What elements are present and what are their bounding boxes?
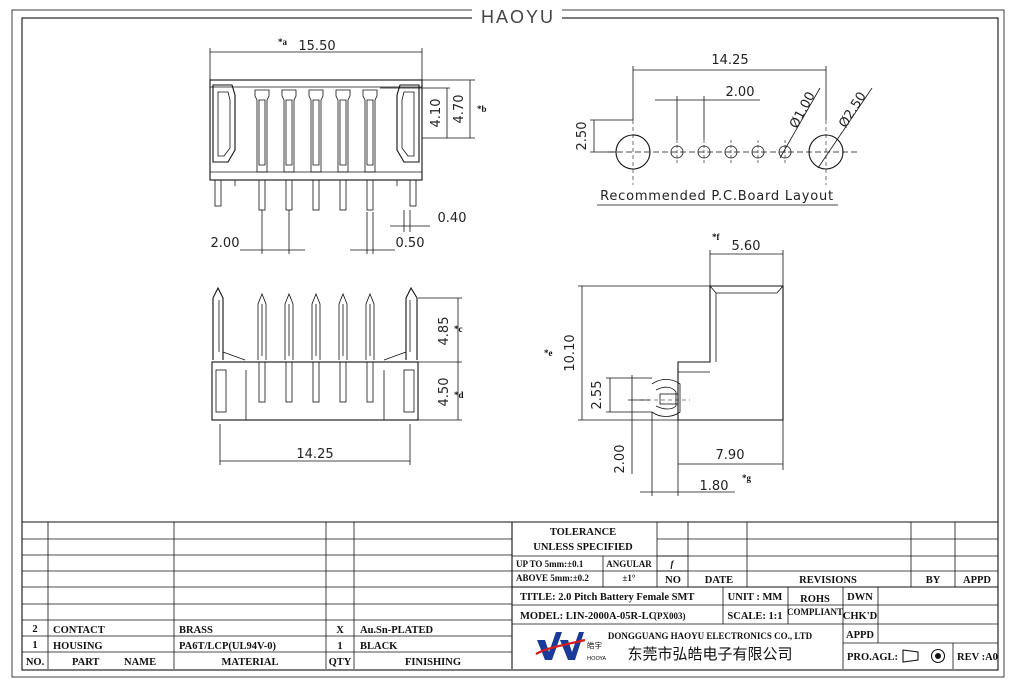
projection-angle-label: PRO.AGL:	[847, 652, 898, 663]
tolerance-angular-value: ±1°	[622, 573, 635, 583]
revision-label: REV :A0	[957, 652, 998, 663]
tolerance-up-to: UP TO 5mm:±0.1	[516, 559, 584, 569]
bom-row-2-finishing: Au.Sn-PLATED	[360, 625, 433, 636]
tolerance-marker: f	[671, 559, 675, 569]
dwn-label: DWN	[847, 592, 873, 603]
tolerance-subtitle: UNLESS SPECIFIED	[533, 542, 633, 553]
dim-top-width: 15.50	[298, 39, 335, 54]
dim-front-width: 14.25	[296, 447, 333, 462]
rev-header-by: BY	[926, 575, 941, 586]
company-name-cn: 东莞市弘皓电子有限公司	[627, 645, 792, 663]
top-contact-pin	[308, 89, 324, 211]
pcb-caption: Recommended P.C.Board Layout	[600, 189, 834, 204]
dim-tag-e: *e	[544, 348, 553, 358]
front-contact-pin	[338, 292, 348, 403]
model-suffix: (PX003)	[654, 611, 686, 621]
bom-header-name: NAME	[124, 657, 156, 668]
brand-title: HAOYU	[481, 7, 555, 27]
front-contact-pin	[365, 292, 375, 403]
bom-row-2-no: 2	[32, 624, 37, 635]
dim-tag-c: *c	[454, 324, 463, 334]
dim-front-lower: 4.50	[437, 378, 452, 407]
top-view	[209, 79, 423, 211]
side-view-dimensions: 5.60 *f 10.10 *e 2.55 2.00 7.90 1.80 *g	[544, 232, 784, 496]
rev-header-date: DATE	[705, 575, 733, 586]
rohs-label: ROHS	[800, 594, 830, 605]
dim-pitch: 2.00	[211, 236, 240, 251]
tolerance-title: TOLERANCE	[550, 527, 616, 538]
bom-header-part: PART	[72, 657, 99, 668]
chkd-label: CHK'D	[843, 611, 878, 622]
top-contact-pin	[281, 89, 297, 211]
dim-tag-a: *a	[278, 37, 288, 47]
pcb-dim-width: 14.25	[711, 53, 748, 68]
dim-side-depth: 7.90	[716, 448, 745, 463]
tolerance-above: ABOVE 5mm:±0.2	[516, 573, 589, 583]
bom-row-2-part: CONTACT	[53, 625, 105, 636]
dim-side-height: 10.10	[563, 334, 578, 371]
dim-front-upper: 4.85	[437, 317, 452, 346]
rev-header-no: NO	[665, 575, 681, 586]
dim-side-contact: 2.55	[590, 381, 605, 410]
bom-header-finishing: FINISHING	[405, 657, 461, 668]
front-contact-pin	[311, 292, 321, 403]
tolerance-angular: ANGULAR	[606, 559, 652, 569]
dim-side-top: 5.60	[732, 239, 761, 254]
bom-row-1-no: 1	[32, 640, 37, 651]
top-contact-pin	[254, 89, 270, 211]
front-view-dimensions: 4.85 4.50 *c *d 14.25	[219, 297, 464, 465]
drawing-title: TITLE: 2.0 Pitch Battery Female SMT	[520, 592, 694, 603]
bom-row-1-finishing: BLACK	[360, 641, 398, 652]
bom-row-2-material: BRASS	[179, 625, 213, 636]
bom-header-qty: QTY	[329, 657, 352, 668]
logo-cn-text: 皓宇	[587, 640, 602, 650]
front-contact-pin	[284, 292, 294, 403]
side-view	[640, 285, 784, 421]
top-contact-pin	[335, 89, 351, 211]
dim-tag-f: *f	[712, 232, 721, 242]
dim-side-pad: 1.80	[700, 479, 729, 494]
bom-row-1-part: HOUSING	[53, 641, 103, 652]
dim-side-lower: 2.00	[613, 445, 628, 474]
bom-header-material: MATERIAL	[222, 657, 279, 668]
appd-label: APPD	[846, 630, 874, 641]
pcb-dim-hole-large: Ø2.50	[836, 90, 869, 131]
title-block: 2 CONTACT BRASS X Au.Sn-PLATED 1 HOUSING…	[22, 521, 998, 669]
bom-row-2-qty: X	[336, 625, 344, 636]
dim-pin-offset: 0.50	[396, 236, 425, 251]
pcb-layout: 14.25 2.00 2.50 Ø1.00 Ø2.50 Recommended …	[575, 53, 873, 206]
scale-label: SCALE: 1:1	[727, 611, 782, 622]
top-view-dimensions: 15.50 *a 4.10 4.70 *b 2.00 0.50 0.40	[209, 37, 487, 254]
front-view	[211, 286, 419, 421]
dim-tag-g: *g	[742, 473, 752, 483]
unit-label: UNIT : MM	[728, 592, 783, 603]
company-logo: 皓宇 HOOYA	[535, 632, 606, 662]
bom-row-1-qty: 1	[337, 641, 342, 652]
dim-height-outer: 4.70	[452, 95, 467, 124]
pcb-dim-height: 2.50	[575, 122, 590, 151]
rev-header-appd: APPD	[963, 575, 991, 586]
pcb-dim-hole-small: Ø1.00	[787, 90, 819, 132]
rev-header-revisions: REVISIONS	[799, 575, 857, 586]
logo-en-text: HOOYA	[587, 656, 606, 662]
bom-row-1-material: PA6T/LCP(UL94V-0)	[179, 641, 277, 652]
top-contact-pin	[362, 89, 378, 211]
dim-height-inner: 4.10	[429, 99, 444, 128]
bom-header-no: NO.	[26, 657, 45, 668]
dim-tag-b: *b	[477, 104, 487, 114]
dim-pin-width: 0.40	[438, 211, 467, 226]
projection-symbol-icon	[902, 648, 946, 664]
model-number: MODEL: LIN-2000A-05R-LC	[520, 611, 656, 622]
pcb-dim-pitch: 2.00	[726, 85, 755, 100]
company-name-en: DONGGUANG HAOYU ELECTRONICS CO., LTD	[608, 631, 813, 641]
front-contact-pin	[257, 292, 267, 403]
rohs-compliant-label: COMPLIANT	[787, 607, 843, 617]
dim-tag-d: *d	[454, 390, 464, 400]
